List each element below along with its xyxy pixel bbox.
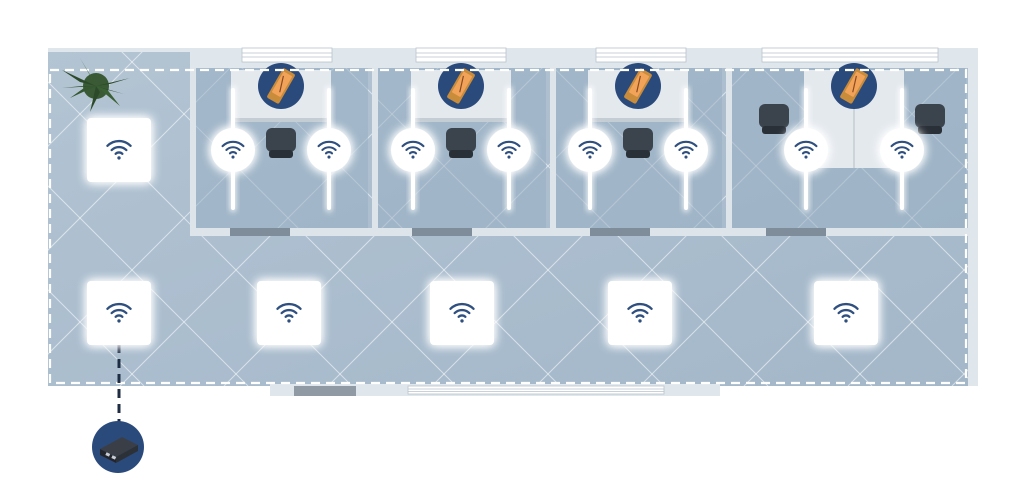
window bbox=[761, 47, 939, 63]
wifi-icon bbox=[890, 140, 914, 159]
room-access-point bbox=[307, 128, 351, 172]
wifi-icon bbox=[401, 140, 425, 159]
office-chair-icon bbox=[623, 128, 653, 158]
room-access-point bbox=[568, 128, 612, 172]
office-room-3 bbox=[550, 63, 726, 236]
grid-line bbox=[0, 50, 40, 386]
office-chair-icon bbox=[266, 128, 296, 158]
window bbox=[241, 47, 333, 63]
office-room-2 bbox=[372, 63, 550, 236]
top-windows bbox=[241, 47, 939, 63]
open-area-access-points bbox=[87, 118, 878, 345]
window bbox=[415, 47, 507, 63]
door bbox=[412, 228, 472, 236]
wifi-icon bbox=[106, 302, 132, 323]
door bbox=[590, 228, 650, 236]
room-access-point bbox=[391, 128, 435, 172]
wifi-icon bbox=[317, 140, 341, 159]
access-point-ap-2 bbox=[257, 281, 321, 345]
access-point-ap-3 bbox=[430, 281, 494, 345]
window bbox=[595, 47, 687, 63]
wifi-icon bbox=[627, 302, 653, 323]
wifi-icon bbox=[106, 139, 132, 160]
wifi-icon bbox=[794, 140, 818, 159]
sensor-device-icon bbox=[258, 63, 304, 109]
door-panel bbox=[294, 386, 356, 396]
office-room-1 bbox=[190, 63, 372, 236]
office-chair-icon bbox=[915, 104, 945, 134]
wifi-icon bbox=[833, 302, 859, 323]
wifi-icon bbox=[578, 140, 602, 159]
access-point-ap-corner bbox=[87, 118, 151, 182]
office-chair-icon bbox=[446, 128, 476, 158]
access-point-ap-4 bbox=[608, 281, 672, 345]
room-access-point bbox=[664, 128, 708, 172]
sensor-device-icon bbox=[615, 63, 661, 109]
door bbox=[766, 228, 826, 236]
room-access-point bbox=[487, 128, 531, 172]
access-point-ap-5 bbox=[814, 281, 878, 345]
door bbox=[230, 228, 290, 236]
grid-line bbox=[0, 50, 40, 386]
room-access-point bbox=[784, 128, 828, 172]
wifi-icon bbox=[221, 140, 245, 159]
room-access-point bbox=[880, 128, 924, 172]
sensor-device-icon bbox=[438, 63, 484, 109]
grid-line bbox=[48, 50, 145, 147]
gateway-router-icon bbox=[92, 421, 144, 473]
wifi-icon bbox=[497, 140, 521, 159]
grid-line bbox=[847, 255, 978, 386]
potted-plant-icon bbox=[62, 58, 130, 112]
office-rooms bbox=[190, 63, 970, 236]
office-room-4 bbox=[726, 63, 970, 236]
wifi-icon bbox=[276, 302, 302, 323]
access-point-ap-1 bbox=[87, 281, 151, 345]
sensor-device-icon bbox=[831, 63, 877, 109]
bottom-window bbox=[407, 385, 665, 395]
coverage-outline bbox=[48, 68, 968, 385]
office-chair-icon bbox=[759, 104, 789, 134]
wifi-icon bbox=[674, 140, 698, 159]
room-access-point bbox=[211, 128, 255, 172]
wifi-icon bbox=[449, 302, 475, 323]
